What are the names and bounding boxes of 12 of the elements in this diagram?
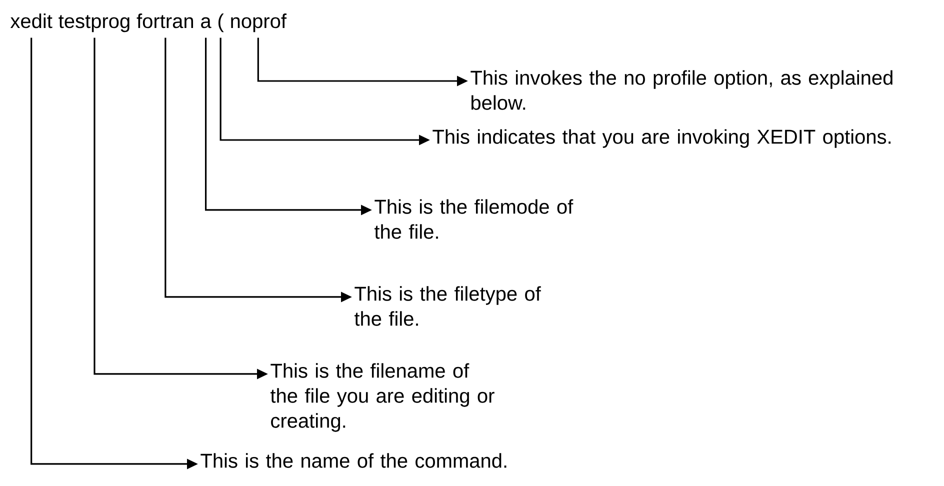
- explanation-text: This is the name of the command.: [200, 453, 506, 468]
- explanation-text: This is the filemode of the file.: [374, 199, 574, 239]
- command-word: fortran: [136, 14, 194, 28]
- command-word: (: [218, 14, 224, 32]
- explanation-text: This indicates that you are invoking XEDIT options.: [432, 129, 891, 148]
- command-word: a: [201, 17, 212, 28]
- explanation-text: This invokes the no profile option, as explained below.: [470, 70, 892, 110]
- explanation-text: This is the filename of the file you are editing or creating.: [270, 363, 494, 432]
- command-word: xedit: [10, 14, 52, 28]
- command-word: noprof: [231, 14, 287, 32]
- command-word: testprog: [58, 15, 130, 32]
- explanation-text: This is the filetype of the file.: [354, 286, 541, 326]
